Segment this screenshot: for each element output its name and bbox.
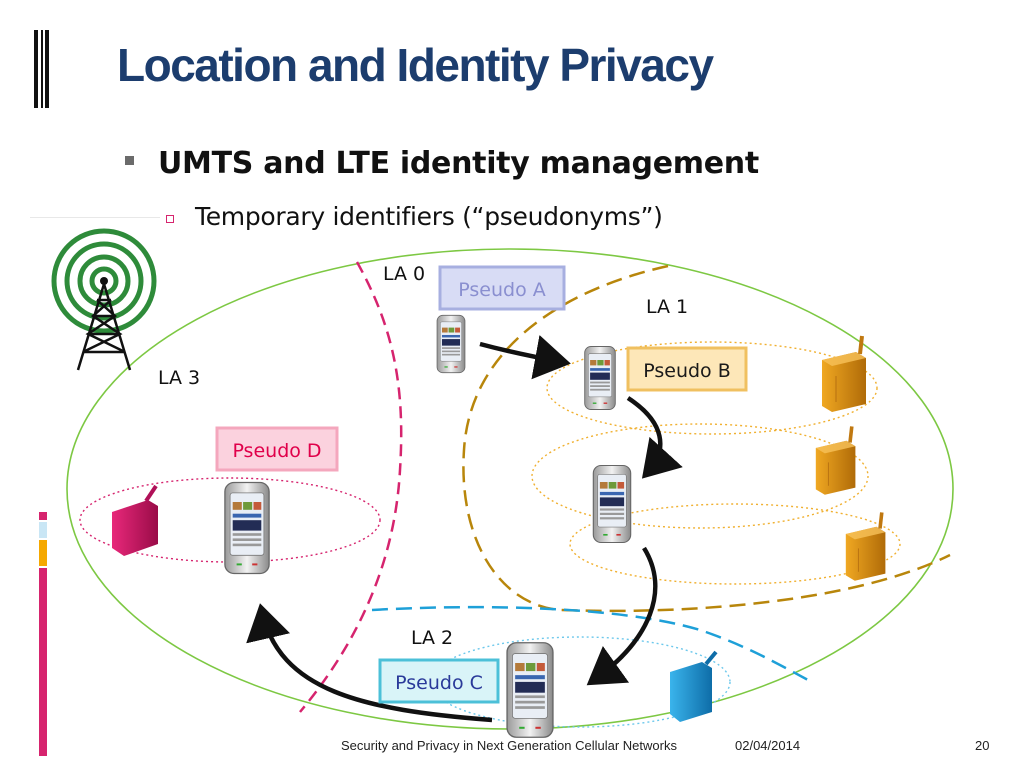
bullet-marker <box>125 156 134 165</box>
cell-b1-range <box>546 341 878 435</box>
router-orange-2-icon <box>813 424 858 497</box>
phone-a-icon <box>436 314 466 374</box>
la3-label: LA 3 <box>158 367 200 389</box>
pseudo-c-label: Pseudo C <box>395 672 483 694</box>
movement-arrow-1 <box>479 335 571 380</box>
phone-c-icon <box>506 641 554 739</box>
pseudo-c-box <box>378 658 500 704</box>
slide-title: Location and Identity Privacy <box>117 39 714 91</box>
pseudo-d-box <box>215 426 339 472</box>
la1-label: LA 1 <box>646 296 688 318</box>
side-bar-pink-small <box>39 512 47 520</box>
title-decoration <box>34 30 49 108</box>
movement-arrow-4 <box>246 603 493 723</box>
cell-c-range <box>429 636 731 728</box>
router-pink-icon <box>112 484 158 556</box>
router-orange-1-icon <box>820 334 868 414</box>
main-bullet: UMTS and LTE identity management <box>158 146 759 181</box>
pseudo-a-label: Pseudo A <box>458 279 545 301</box>
la2-boundary <box>371 605 809 682</box>
la0-boundary <box>299 261 403 713</box>
cell-tower-icon <box>51 228 157 371</box>
sub-bullet-marker <box>166 215 174 223</box>
footer-text: Security and Privacy in Next Generation … <box>341 738 677 753</box>
side-bar-pink <box>39 568 47 756</box>
phone-b2-icon <box>592 464 632 544</box>
side-bar-orange <box>39 540 47 566</box>
la2-label: LA 2 <box>411 627 453 649</box>
phone-d-icon <box>223 481 271 575</box>
phone-b1-icon <box>584 345 616 411</box>
cell-b2-range <box>531 423 869 529</box>
la0-label: LA 0 <box>383 263 425 285</box>
pseudo-b-label: Pseudo B <box>643 360 731 382</box>
router-orange-3-icon <box>843 510 888 583</box>
pseudo-b-box <box>626 346 748 392</box>
movement-arrow-3 <box>586 546 658 686</box>
page-number: 20 <box>975 738 990 753</box>
divider-line <box>30 217 160 218</box>
side-bar-blue <box>39 522 47 538</box>
pseudo-a-box <box>438 265 566 311</box>
sub-bullet: Temporary identifiers (“pseudonyms”) <box>195 202 663 231</box>
router-blue-icon <box>670 650 718 722</box>
cell-b3-range <box>569 503 901 585</box>
movement-arrow-2 <box>626 396 683 479</box>
footer-date: 02/04/2014 <box>735 738 801 753</box>
pseudo-d-label: Pseudo D <box>232 440 321 462</box>
cell-d-range <box>79 477 381 563</box>
la1-boundary <box>462 264 951 613</box>
